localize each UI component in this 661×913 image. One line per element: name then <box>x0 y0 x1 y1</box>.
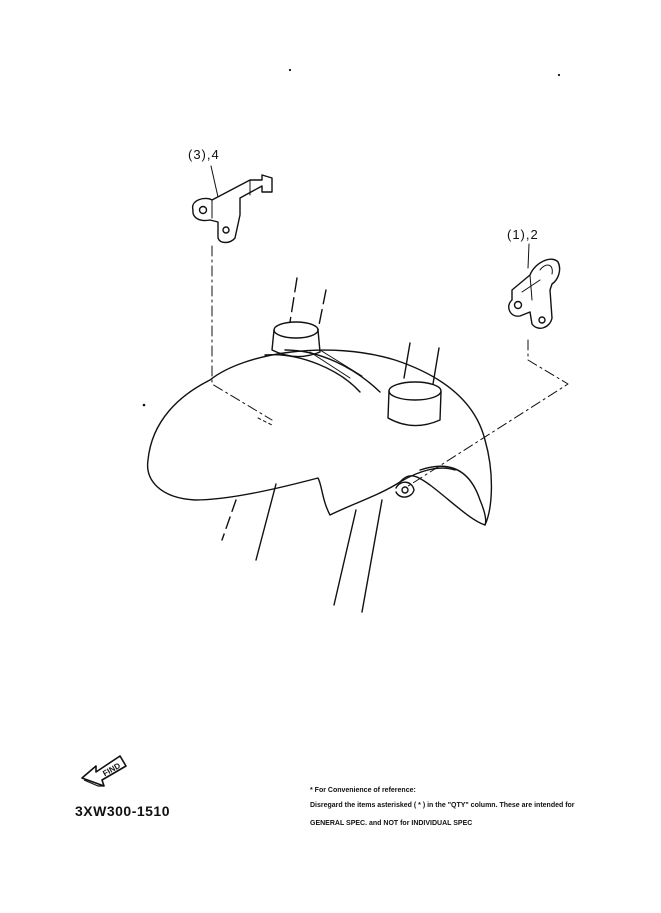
note-line-2: Disregard the items asterisked ( * ) in … <box>310 802 575 809</box>
note-line-1: * For Convenience of reference: <box>310 787 416 794</box>
fork-tube-right-lower <box>333 499 383 613</box>
find-arrow-icon: FIND <box>81 755 127 787</box>
find-badge-label: FIND <box>101 761 122 778</box>
fork-tube-left-upper <box>289 277 327 331</box>
bracket-upper-left <box>191 174 273 244</box>
note-line-3: GENERAL SPEC. and NOT for INDIVIDUAL SPE… <box>310 820 473 827</box>
fork-tube-left-lower <box>221 483 277 561</box>
leader-lines <box>210 165 569 489</box>
fork-collar-right <box>387 381 442 427</box>
front-fender <box>146 349 493 526</box>
bracket-right <box>508 258 561 329</box>
callout-bracket-right: (1),2 <box>507 227 539 242</box>
stray-marks <box>142 68 561 407</box>
callout-bracket-upper-left: (3),4 <box>188 147 220 162</box>
part-code: 3XW300-1510 <box>75 803 171 819</box>
